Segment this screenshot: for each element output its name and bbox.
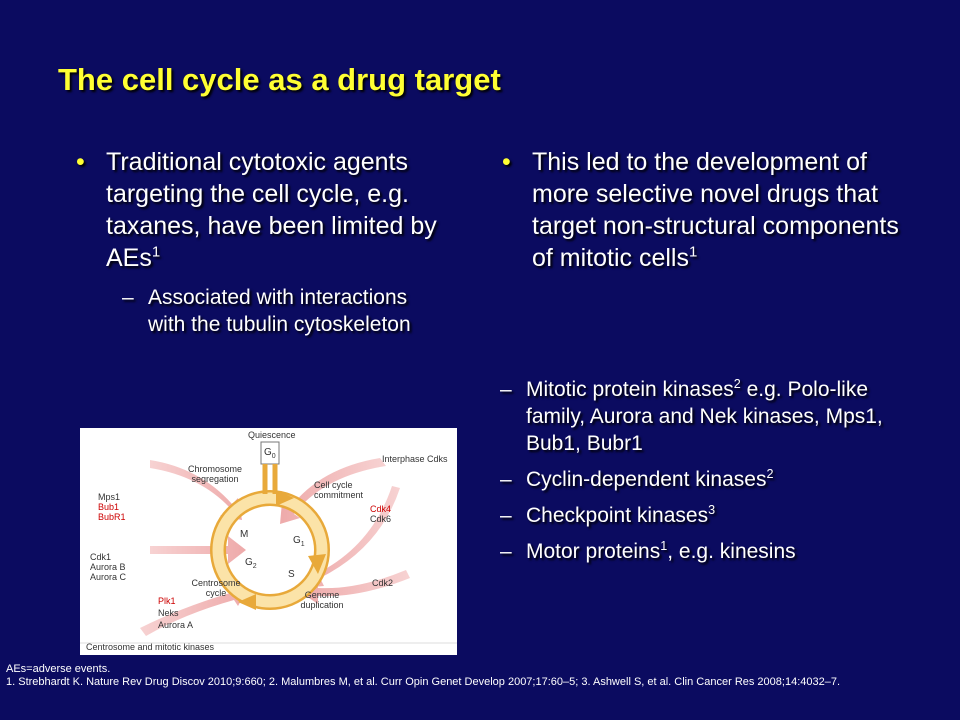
list-item: – Checkpoint kinases3 [500, 502, 886, 529]
dash-icon: – [500, 504, 512, 527]
g0-box [260, 441, 280, 465]
left-bullet: • Traditional cytotoxic agents targeting… [76, 146, 466, 274]
chromosome-segregation-label: Chromosome segregation [187, 464, 243, 484]
ring-arrowhead [276, 490, 294, 506]
centrosome-mitotic-kinases-label: Centrosome and mitotic kinases [86, 642, 215, 652]
cycle-ring-inner [212, 492, 328, 608]
bullet-dot-icon: • [502, 148, 511, 176]
dash-icon: – [122, 286, 134, 309]
mps1-label: Mps1 [98, 492, 121, 502]
item-text-post: , e.g. kinesins [667, 540, 796, 563]
aurora-c-label: Aurora C [90, 572, 127, 582]
cdk2-arrow [300, 570, 410, 604]
right-bullet-text: This led to the development of more sele… [532, 148, 899, 272]
ring-arrowhead [308, 554, 326, 574]
bubr1-label: BubR1 [98, 512, 126, 522]
g0-label: G0 [264, 448, 276, 462]
bullet-dot-icon: • [76, 148, 85, 176]
dash-icon: – [500, 378, 512, 401]
cell-cycle-figure: Quiescence G0 Chromosome segregation Int… [80, 428, 457, 655]
mitotic-arrow [150, 536, 246, 564]
item-sup: 2 [733, 377, 741, 391]
item-text: Checkpoint kinases [526, 504, 709, 527]
neks-label: Neks [158, 608, 179, 618]
interphase-arrow [280, 458, 386, 524]
list-item: – Cyclin-dependent kinases2 [500, 466, 886, 493]
right-sub-list: – Mitotic protein kinases2 e.g. Polo-lik… [500, 376, 920, 574]
footnote-references: 1. Strebhardt K. Nature Rev Drug Discov … [6, 676, 841, 688]
phase-s-label: S [288, 569, 295, 580]
item-sup: 2 [766, 467, 774, 481]
g1-letter: G [293, 535, 301, 546]
plk1-label: Plk1 [158, 596, 176, 606]
interphase-cdks-label: Interphase Cdks [382, 454, 448, 464]
ring-arrowhead [238, 594, 256, 610]
list-item: – Mitotic protein kinases2 e.g. Polo-lik… [500, 376, 886, 457]
g2-sub: 2 [252, 563, 257, 570]
cdk2-label: Cdk2 [372, 578, 394, 588]
cell-cycle-diagram [80, 441, 457, 644]
footnote-abbrev: AEs=adverse events. [6, 663, 111, 675]
cdk4-label: Cdk4 [370, 504, 392, 514]
g0-letter: G [264, 447, 272, 458]
left-sub-bullet: – Associated with interactions with the … [122, 284, 448, 338]
list-item: – Motor proteins1, e.g. kinesins [500, 538, 886, 565]
cell-cycle-commitment-label: Cell cycle commitment [314, 480, 364, 500]
right-bullet: • This led to the development of more se… [502, 146, 912, 274]
item-text: Mitotic protein kinases [526, 378, 734, 401]
g0-link [262, 464, 278, 494]
cdk6-label: Cdk6 [370, 514, 392, 524]
aurora-a-label: Aurora A [158, 620, 194, 630]
left-column: • Traditional cytotoxic agents targeting… [76, 146, 466, 338]
item-text: Cyclin-dependent kinases [526, 468, 767, 491]
left-sub-text: Associated with interactions with the tu… [148, 286, 411, 336]
aurora-b-label: Aurora B [90, 562, 126, 572]
item-sup: 1 [660, 539, 668, 553]
bub1-label: Bub1 [98, 502, 120, 512]
g1-sub: 1 [300, 541, 305, 548]
phase-m-label: M [240, 529, 249, 540]
dash-icon: – [500, 540, 512, 563]
genome-duplication-label: Genome duplication [300, 590, 344, 610]
item-text-post: e.g. Polo-like family, Aurora and Nek ki… [526, 378, 883, 455]
phase-g2-label: G2 [245, 558, 257, 572]
item-sup: 3 [708, 503, 716, 517]
dash-icon: – [500, 468, 512, 491]
phase-g1-label: G1 [293, 536, 305, 550]
right-bullet-sup: 1 [688, 243, 698, 261]
left-bullet-sup: 1 [151, 243, 161, 261]
footnotes: AEs=adverse events. 1. Strebhardt K. Nat… [6, 663, 956, 689]
item-text: Motor proteins [526, 540, 661, 563]
cdk1-label: Cdk1 [90, 552, 112, 562]
right-column: • This led to the development of more se… [502, 146, 922, 274]
centrosome-cycle-label: Centrosome cycle [191, 578, 241, 598]
left-bullet-text: Traditional cytotoxic agents targeting t… [106, 148, 437, 272]
g2-letter: G [245, 557, 253, 568]
g0-sub: 0 [271, 453, 276, 460]
quiescence-label: Quiescence [248, 430, 296, 440]
centrosome-arrow [140, 585, 248, 636]
slide-title: The cell cycle as a drug target [58, 62, 501, 97]
